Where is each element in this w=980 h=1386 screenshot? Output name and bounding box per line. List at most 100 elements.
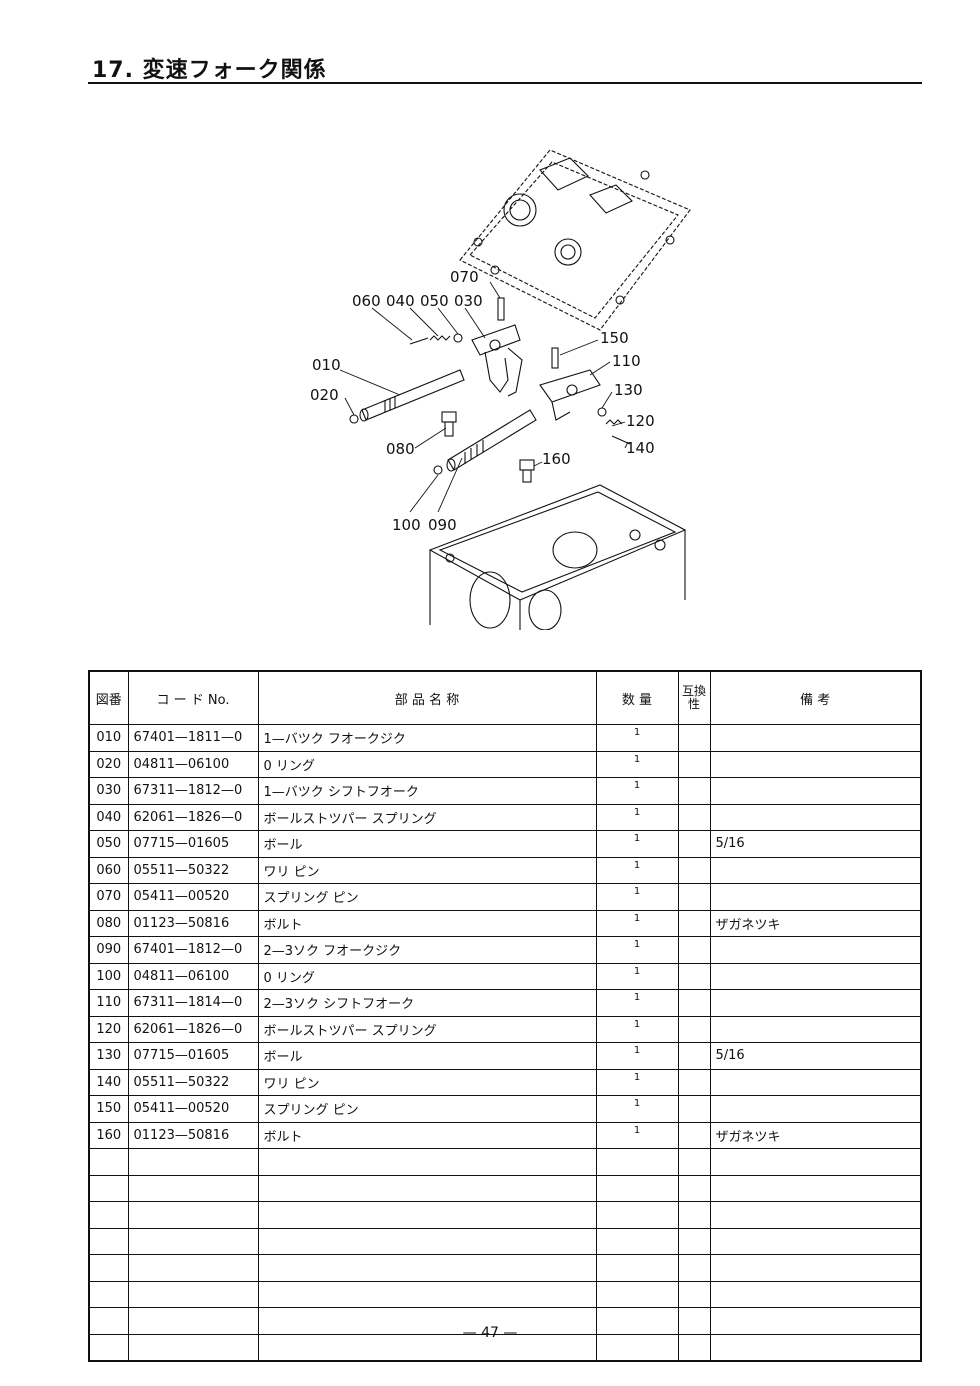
- compatibility-cell: [677, 1254, 711, 1282]
- remarks-cell: 5/16: [709, 830, 922, 858]
- leader-lines: [339, 281, 629, 513]
- quantity-cell: 1: [595, 1015, 679, 1043]
- header-compatibility: 互換性: [677, 670, 711, 725]
- label-090: 090: [428, 516, 457, 534]
- header-remarks: 備 考: [709, 670, 922, 725]
- remarks-cell: [709, 856, 922, 884]
- code-cell: [127, 1280, 259, 1308]
- bolt-080-drawing: [441, 411, 457, 437]
- part-name-cell: ワリ ピン: [257, 1068, 597, 1096]
- label-100: 100: [392, 516, 421, 534]
- compatibility-cell: [677, 803, 711, 831]
- ball-130-drawing: [597, 407, 607, 417]
- compatibility-cell: [677, 883, 711, 911]
- label-010: 010: [312, 356, 341, 374]
- part-name-cell: ボルト: [257, 1121, 597, 1149]
- quantity-cell: 1: [595, 909, 679, 937]
- top-cover-features: [473, 157, 675, 305]
- fig-no-cell: 050: [88, 830, 129, 858]
- code-cell: 67311—1814—0: [127, 989, 259, 1017]
- label-050: 050: [420, 292, 449, 310]
- table-row: [88, 1254, 922, 1282]
- shift-fork-110-drawing: [539, 369, 601, 421]
- header-quantity: 数 量: [595, 670, 679, 725]
- compatibility-cell: [677, 962, 711, 990]
- part-name-cell: ボールストツパー スプリング: [257, 1015, 597, 1043]
- fig-no-cell: 060: [88, 856, 129, 884]
- label-120: 120: [626, 412, 655, 430]
- code-cell: [127, 1227, 259, 1255]
- fig-no-cell: 090: [88, 936, 129, 964]
- page-number: — 47 —: [462, 1325, 518, 1341]
- remarks-cell: [709, 1068, 922, 1096]
- part-name-cell: スプリング ピン: [257, 883, 597, 911]
- table-row: [88, 1148, 922, 1176]
- fig-no-cell: 120: [88, 1015, 129, 1043]
- exploded-parts-diagram: 070 060 040 050 030 150 110 010 130 020 …: [290, 130, 710, 630]
- code-cell: 01123—50816: [127, 1121, 259, 1149]
- remarks-cell: [709, 936, 922, 964]
- part-name-cell: ボール: [257, 1042, 597, 1070]
- table-row: [88, 1227, 922, 1255]
- remarks-cell: [709, 777, 922, 805]
- spring-pin-070-drawing: [497, 297, 505, 321]
- fig-no-cell: 150: [88, 1095, 129, 1123]
- code-cell: 01123—50816: [127, 909, 259, 937]
- fig-no-cell: 110: [88, 989, 129, 1017]
- quantity-cell: 1: [595, 883, 679, 911]
- code-cell: [127, 1174, 259, 1202]
- part-name-cell: 1—バツク フオークジク: [257, 724, 597, 752]
- header-code: コ ー ド No.: [127, 670, 259, 725]
- part-name-cell: スプリング ピン: [257, 1095, 597, 1123]
- bolt-160-drawing: [519, 459, 535, 483]
- code-cell: 07715—01605: [127, 1042, 259, 1070]
- remarks-cell: [709, 1201, 922, 1229]
- ball-050-drawing: [453, 333, 463, 343]
- quantity-cell: 1: [595, 962, 679, 990]
- table-row: [88, 1201, 922, 1229]
- quantity-cell: 1: [595, 830, 679, 858]
- quantity-cell: 1: [595, 750, 679, 778]
- spring-120-drawing: [605, 419, 623, 425]
- code-cell: 07715—01605: [127, 830, 259, 858]
- fig-no-cell: 160: [88, 1121, 129, 1149]
- part-name-cell: [257, 1333, 597, 1362]
- quantity-cell: 1: [595, 1121, 679, 1149]
- quantity-cell: [595, 1174, 679, 1202]
- table-header-row: 図番 コ ー ド No. 部 品 名 称 数 量 互換性 備 考: [88, 670, 922, 725]
- quantity-cell: 1: [595, 803, 679, 831]
- part-name-cell: ワリ ピン: [257, 856, 597, 884]
- compatibility-cell: [677, 830, 711, 858]
- part-name-cell: ボール: [257, 830, 597, 858]
- compatibility-cell: [677, 724, 711, 752]
- fig-no-cell: [88, 1174, 129, 1202]
- fork-shaft-090-drawing: [446, 409, 537, 472]
- fig-no-cell: 030: [88, 777, 129, 805]
- quantity-cell: 1: [595, 936, 679, 964]
- table-row: [88, 1174, 922, 1202]
- code-cell: 05411—00520: [127, 883, 259, 911]
- remarks-cell: [709, 750, 922, 778]
- split-pin-060-drawing: [409, 337, 429, 345]
- remarks-cell: [709, 1174, 922, 1202]
- compatibility-cell: [677, 750, 711, 778]
- part-name-cell: 1—バツク シフトフオーク: [257, 777, 597, 805]
- code-cell: 05411—00520: [127, 1095, 259, 1123]
- remarks-cell: [709, 962, 922, 990]
- code-cell: 05511—50322: [127, 856, 259, 884]
- code-cell: 67401—1812—0: [127, 936, 259, 964]
- o-ring-020-drawing: [349, 414, 359, 424]
- fig-no-cell: 040: [88, 803, 129, 831]
- title-underline: [88, 82, 922, 84]
- part-name-cell: [257, 1174, 597, 1202]
- table-row: [88, 1307, 922, 1335]
- part-name-cell: [257, 1254, 597, 1282]
- label-080: 080: [386, 440, 415, 458]
